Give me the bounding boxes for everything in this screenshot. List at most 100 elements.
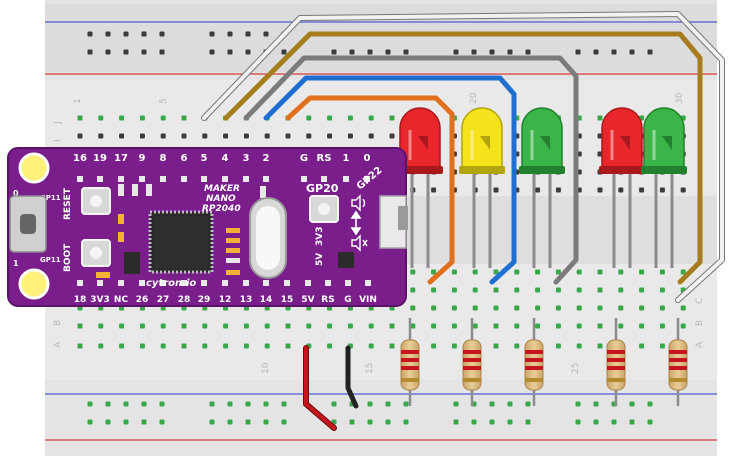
rail-hole xyxy=(453,49,459,55)
rail-hole xyxy=(331,49,337,55)
rail-hole xyxy=(141,419,147,425)
breadboard-hole xyxy=(493,305,499,311)
led-anvil xyxy=(480,136,490,150)
rail-hole xyxy=(489,419,495,425)
bottom-pin-label: 27 xyxy=(157,295,170,305)
wire-gray xyxy=(243,55,579,285)
breadboard-hole xyxy=(98,115,104,121)
breadboard-hole xyxy=(410,323,416,329)
breadboard-hole xyxy=(347,115,353,121)
breadboard-hole xyxy=(514,323,520,329)
rail-hole xyxy=(489,49,495,55)
rail-hole xyxy=(141,401,147,407)
rp2040-chip-top xyxy=(154,216,208,268)
col-label-20: 20 xyxy=(469,92,479,104)
breadboard-hole xyxy=(472,287,478,293)
rail-hole xyxy=(227,49,233,55)
bottom-pin-label: 26 xyxy=(136,295,149,305)
breadboard-hole xyxy=(160,115,166,121)
rail-hole xyxy=(159,49,165,55)
rail-hole xyxy=(159,401,165,407)
resistor-group xyxy=(400,318,688,406)
rail-hole xyxy=(159,419,165,425)
top-pin-pad xyxy=(243,176,249,182)
top-pin-label: RS xyxy=(317,153,332,164)
top-pin-label: 19 xyxy=(93,153,107,164)
breadboard-hole xyxy=(181,133,187,139)
rail-hole xyxy=(385,49,391,55)
breadboard-hole xyxy=(368,343,374,349)
rail-hole xyxy=(453,401,459,407)
rail-hole xyxy=(123,31,129,37)
smd-components xyxy=(96,184,354,278)
breadboard-hole xyxy=(597,287,603,293)
led-rim xyxy=(641,166,687,174)
resistor-band-red xyxy=(401,366,419,370)
breadboard-hole xyxy=(139,133,145,139)
reset-button-cap xyxy=(90,195,102,207)
breadboard-hole xyxy=(618,305,624,311)
rail-hole xyxy=(611,49,617,55)
breadboard-hole xyxy=(535,323,541,329)
breadboard-hole xyxy=(139,323,145,329)
row-label-j: J xyxy=(53,121,63,125)
breadboard-hole xyxy=(431,343,437,349)
rail-hole xyxy=(575,419,581,425)
rail-hole xyxy=(367,401,373,407)
breadboard-hole xyxy=(597,115,603,121)
rail-hole xyxy=(593,401,599,407)
row-label-b-right: B xyxy=(695,320,705,326)
rail-hole xyxy=(489,401,495,407)
resistor-band-red xyxy=(669,358,687,362)
led-rim xyxy=(397,166,443,174)
resistor-band-red xyxy=(401,350,419,354)
bottom-pin-pad xyxy=(263,280,269,286)
breadboard-hole xyxy=(659,187,665,193)
breadboard-hole xyxy=(493,269,499,275)
breadboard-hole xyxy=(368,323,374,329)
rail-hole xyxy=(349,419,355,425)
breadboard-hole xyxy=(639,343,645,349)
smd-capacitor xyxy=(226,270,240,275)
label-zero: 0 xyxy=(13,189,19,198)
resistor xyxy=(524,318,544,406)
rail-hole xyxy=(159,31,165,37)
rail-hole xyxy=(227,31,233,37)
rail-hole xyxy=(385,401,391,407)
boot-button-cap xyxy=(90,247,102,259)
rgb-led-top xyxy=(18,152,50,184)
speaker-off-icon xyxy=(351,234,368,252)
rail-hole xyxy=(209,401,215,407)
col-label-15: 15 xyxy=(365,363,375,374)
breadboard-hole xyxy=(285,343,291,349)
rail-hole xyxy=(593,49,599,55)
smd-resistor xyxy=(146,184,152,196)
top-pin-label: 17 xyxy=(114,153,128,164)
rail-hole xyxy=(403,419,409,425)
rail-hole xyxy=(227,401,233,407)
breadboard-hole xyxy=(389,323,395,329)
breadboard-hole xyxy=(119,115,125,121)
resistor xyxy=(462,318,482,406)
breadboard-hole xyxy=(223,323,229,329)
resistor-band-red xyxy=(463,366,481,370)
breadboard-hole xyxy=(618,269,624,275)
col-label-1: 1 xyxy=(73,98,83,104)
breadboard-hole xyxy=(264,133,270,139)
smd-resistor xyxy=(118,184,124,196)
resistor-band-red xyxy=(401,358,419,362)
rail-hole xyxy=(281,419,287,425)
rail-hole xyxy=(209,419,215,425)
buzzer-switch-knob[interactable] xyxy=(398,206,408,230)
rail-hole xyxy=(403,49,409,55)
breadboard-hole xyxy=(451,343,457,349)
breadboard-hole xyxy=(576,287,582,293)
rail-hole xyxy=(629,401,635,407)
label-5v: 5V xyxy=(315,253,325,266)
resistor-body xyxy=(400,339,420,391)
wire-white xyxy=(202,12,724,302)
label-boot: BOOT xyxy=(63,243,73,272)
top-pin-pad xyxy=(77,176,83,182)
